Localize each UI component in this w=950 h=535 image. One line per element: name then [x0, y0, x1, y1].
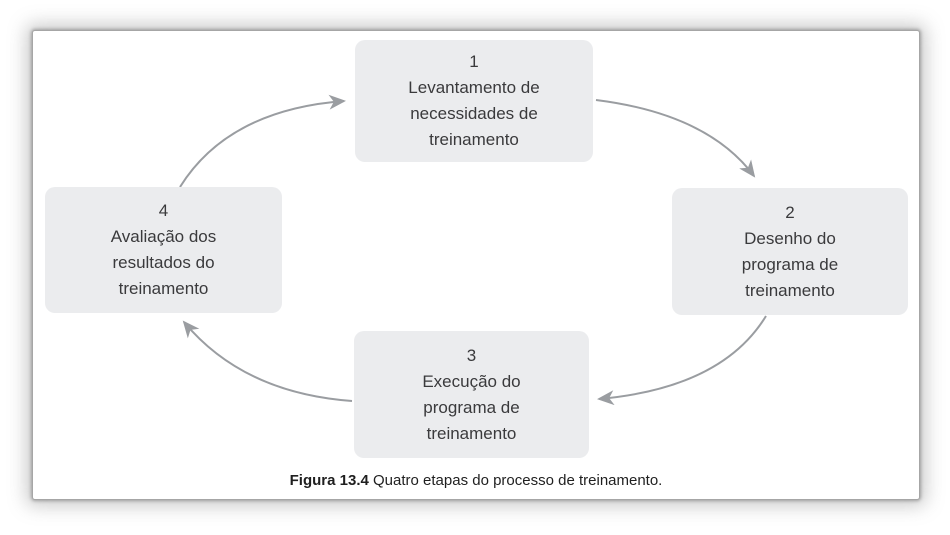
step-box-3: 3 Execução do programa de treinamento [354, 331, 589, 458]
step-text-line: Execução do [422, 371, 521, 391]
step-text-line: necessidades de [410, 104, 538, 123]
step-number: 4 [158, 201, 169, 220]
step-text-line: Avaliação dos [110, 227, 217, 246]
step-text-line: resultados do [112, 253, 215, 272]
figure-caption-text: Quatro etapas do processo de treinamento… [368, 472, 663, 489]
step-text-line: programa de [423, 397, 520, 417]
step-number: 1 [469, 52, 479, 71]
step-text-line: Desenho do [744, 228, 836, 248]
step-text-line: treinamento [745, 280, 835, 300]
step-text-line: treinamento [118, 279, 209, 298]
step-text-line: programa de [741, 254, 839, 274]
step-number: 3 [466, 345, 477, 365]
step-box-2: 2 Desenho do programa de treinamento [672, 188, 908, 315]
step-text-line: treinamento [429, 130, 519, 149]
step-text-line: treinamento [426, 423, 517, 443]
figure-caption-label: Figura 13.4 [289, 472, 369, 489]
step-box-4: 4 Avaliação dos resultados do treinament… [45, 187, 282, 313]
figure-caption: Figura 13.4 Quatro etapas do processo de… [32, 471, 920, 491]
step-number: 2 [785, 202, 795, 222]
step-text-line: Levantamento de [408, 78, 540, 97]
step-box-1: 1 Levantamento de necessidades de treina… [355, 40, 593, 162]
